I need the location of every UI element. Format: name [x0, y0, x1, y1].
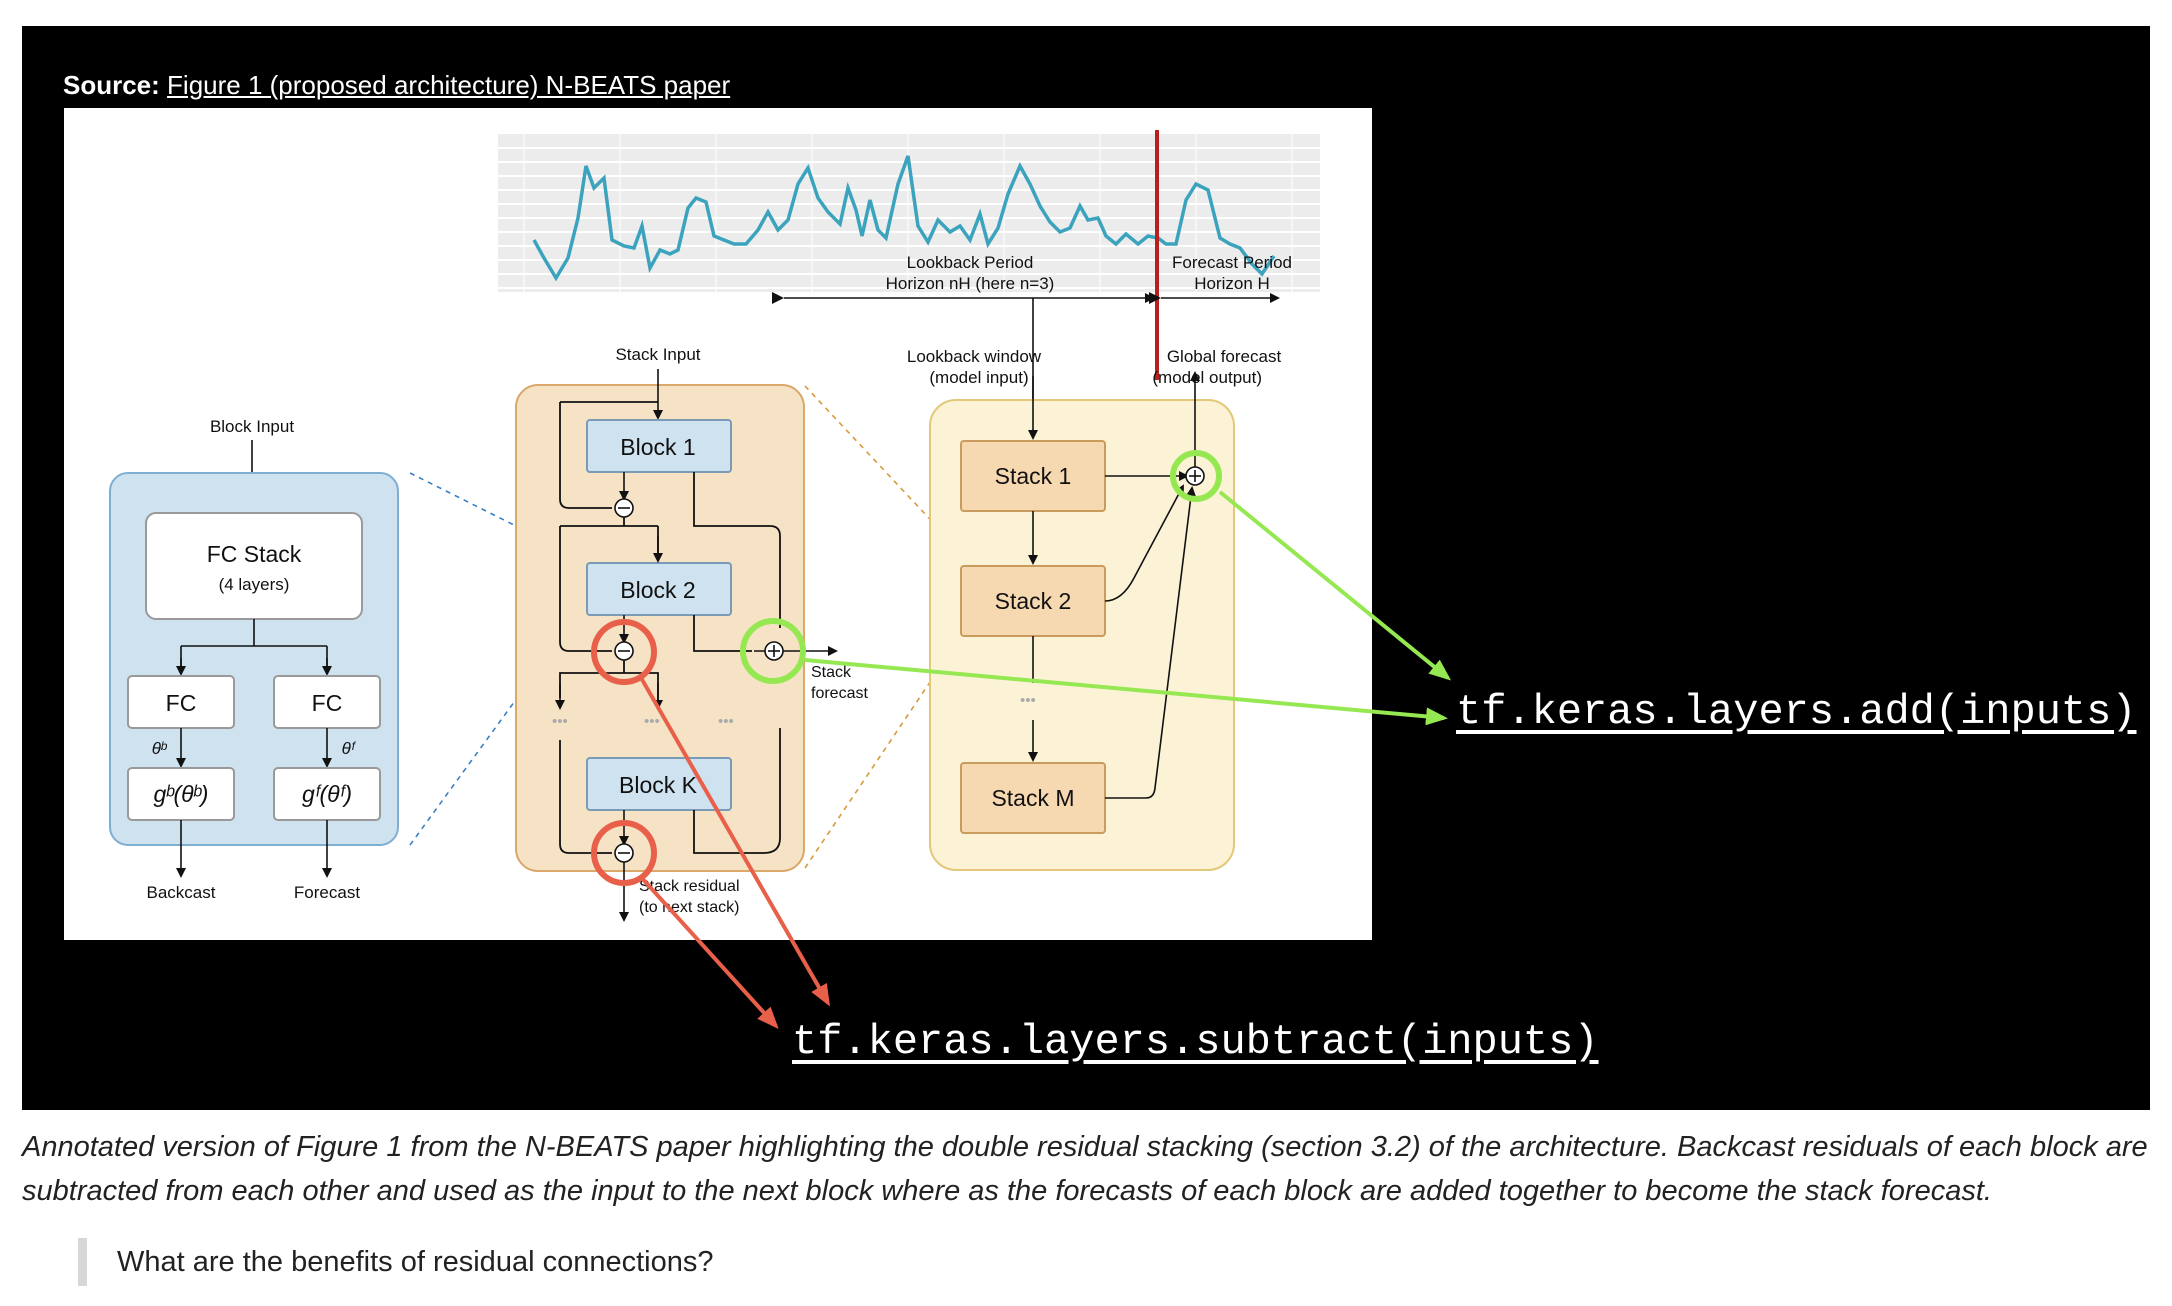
lookback-window-label: Lookback window [907, 347, 1042, 366]
g-b-label: gᵇ(θᵇ) [154, 781, 209, 807]
source-link[interactable]: Figure 1 (proposed architecture) N-BEATS… [167, 70, 731, 100]
stack-residual-label-2: (to next stack) [639, 899, 739, 916]
stack-forecast-label-2: forecast [811, 685, 868, 702]
block-2-label: Block 2 [620, 577, 695, 603]
block-1-box [586, 419, 732, 473]
subtract-layer-label: tf.keras.layers.subtract(inputs) [792, 1018, 1599, 1066]
ellipsis-left: ••• [552, 713, 568, 730]
time-series-line [532, 155, 1276, 282]
source-prefix: Source: [63, 70, 160, 100]
stack-1-label: Stack 1 [995, 463, 1072, 489]
forecast-label: Forecast [294, 883, 360, 902]
fc-layers-label: (4 layers) [219, 575, 290, 594]
stack-input-label: Stack Input [615, 345, 700, 364]
model-panel: Lookback window (model input) Global for… [907, 298, 1282, 871]
g-f-label: gᶠ(θᶠ) [302, 781, 352, 807]
fc-right-label: FC [312, 690, 343, 716]
block-input-label: Block Input [210, 417, 294, 436]
nbeats-diagram: Lookback Period Horizon nH (here n=3) Fo… [109, 130, 1320, 922]
time-series-chart: Lookback Period Horizon nH (here n=3) Fo… [498, 130, 1320, 380]
source-line: Source: Figure 1 (proposed architecture)… [63, 70, 730, 101]
lookback-period-label: Lookback Period [907, 253, 1034, 272]
figure-caption: Annotated version of Figure 1 from the N… [22, 1131, 2148, 1207]
global-forecast-label: Global forecast [1167, 347, 1282, 366]
forecast-horizon-label: Horizon H [1194, 274, 1270, 293]
stack-residual-label-1: Stack residual [639, 878, 740, 895]
stack-panel: Stack Input Block 1 Block 2 Block K [515, 345, 868, 922]
lookback-horizon-label: Horizon nH (here n=3) [886, 274, 1055, 293]
nbeats-figure: Lookback Period Horizon nH (here n=3) Fo… [64, 108, 1372, 940]
block-k-label: Block K [619, 772, 698, 798]
chart-gridlines [498, 134, 1320, 292]
ellipsis-stack: ••• [1020, 692, 1036, 709]
theta-f-label: θᶠ [342, 739, 357, 758]
blockquote-bar [78, 1238, 87, 1286]
block-panel: Block Input FC Stack (4 layers) FC FC θᵇ… [109, 417, 399, 902]
add-layer-label: tf.keras.layers.add(inputs) [1456, 688, 2137, 736]
block-2-box [586, 562, 732, 616]
fc-left-label: FC [166, 690, 197, 716]
block-1-label: Block 1 [620, 434, 695, 460]
theta-b-label: θᵇ [152, 739, 168, 758]
model-input-label: (model input) [929, 368, 1028, 387]
backcast-label: Backcast [147, 883, 216, 902]
fc-stack-label: FC Stack [207, 541, 302, 567]
stack-2-label: Stack 2 [995, 588, 1072, 614]
stack-forecast-label-1: Stack [811, 664, 852, 681]
stack-m-label: Stack M [991, 785, 1074, 811]
model-output-label: (model output) [1152, 368, 1262, 387]
ellipsis-mid: ••• [644, 713, 660, 730]
blockquote-text: What are the benefits of residual connec… [117, 1246, 714, 1278]
ellipsis-right: ••• [718, 713, 734, 730]
forecast-period-label: Forecast Period [1172, 253, 1292, 272]
